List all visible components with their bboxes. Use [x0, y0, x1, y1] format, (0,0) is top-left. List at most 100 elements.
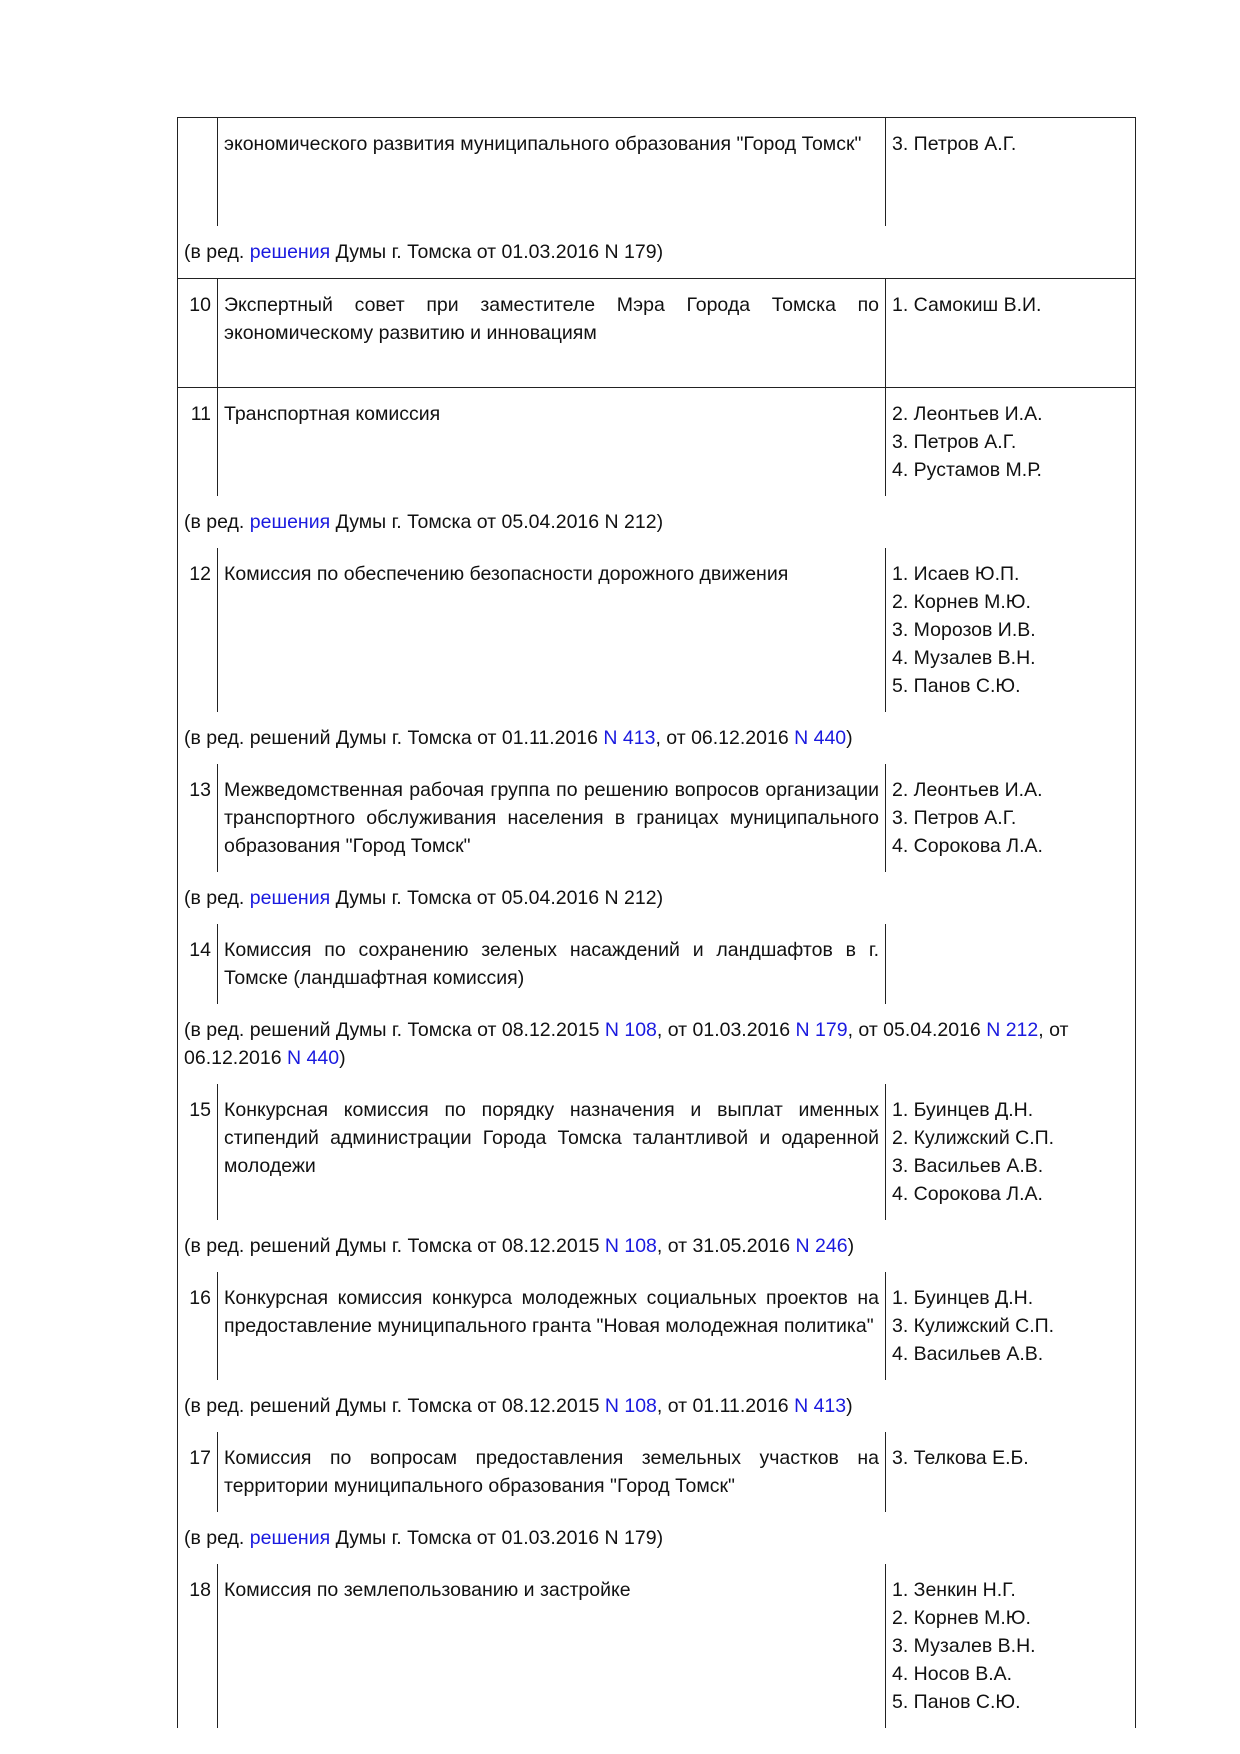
- row-number: 11: [178, 388, 218, 496]
- members-list: 1. Буинцев Д.Н. 3. Кулижский С.П. 4. Васил…: [886, 1272, 1135, 1380]
- member-item: 1. Буинцев Д.Н.: [892, 1099, 1034, 1121]
- row-number: 18: [178, 1564, 218, 1728]
- note-text: , от 06.12.2016: [184, 1019, 1069, 1069]
- members-list: 1. Самокиш В.И.: [886, 279, 1135, 387]
- member-item: 1. Зенкин Н.Г.: [892, 1579, 1016, 1601]
- amendment-link[interactable]: решения: [249, 511, 331, 533]
- member-item: 3. Телкова Е.Б.: [892, 1447, 1029, 1469]
- member-item: 1. Буинцев Д.Н.: [892, 1287, 1034, 1309]
- note-text: ): [847, 1235, 855, 1257]
- members-list: 3. Петров А.Г.: [886, 118, 1135, 226]
- member-item: 5. Панов С.Ю.: [892, 1691, 1021, 1713]
- amendment-link[interactable]: N 440: [287, 1047, 340, 1069]
- members-list: [886, 924, 1135, 1004]
- member-item: 3. Петров А.Г.: [892, 431, 1017, 453]
- note-text: , от 01.03.2016: [656, 1019, 796, 1041]
- note-text: (в ред. решений Думы г. Томска от 08.12.…: [184, 1395, 605, 1417]
- note-text: (в ред. решений Думы г. Томска от 08.12.…: [184, 1019, 605, 1041]
- amendment-link[interactable]: N 413: [794, 1395, 847, 1417]
- committee-name: Комиссия по обеспечению безопасности дор…: [218, 548, 886, 712]
- member-item: 4. Рустамов М.Р.: [892, 459, 1042, 481]
- amendment-link[interactable]: N 108: [604, 1395, 657, 1417]
- note-text: Думы г. Томска от 05.04.2016 N 212): [330, 887, 664, 909]
- amendment-note: (в ред. решения Думы г. Томска от 01.03.…: [178, 1512, 1135, 1564]
- member-item: 2. Корнев М.Ю.: [892, 591, 1031, 613]
- amendment-note: (в ред. решений Думы г. Томска от 01.11.…: [178, 712, 1135, 764]
- amendment-link[interactable]: N 108: [604, 1235, 657, 1257]
- members-list: 3. Телкова Е.Б.: [886, 1432, 1135, 1512]
- row-number: 14: [178, 924, 218, 1004]
- member-item: 5. Панов С.Ю.: [892, 675, 1021, 697]
- note-text: ): [846, 1395, 853, 1417]
- row-number: 12: [178, 548, 218, 712]
- committee-name: Комиссия по вопросам предоставления земе…: [218, 1432, 886, 1512]
- row-number: 17: [178, 1432, 218, 1512]
- note-text: Думы г. Томска от 01.03.2016 N 179): [330, 1527, 664, 1549]
- note-text: (в ред.: [184, 241, 250, 263]
- member-item: 1. Исаев Ю.П.: [892, 563, 1020, 585]
- amendment-link[interactable]: N 246: [795, 1235, 848, 1257]
- committee-name: Транспортная комиссия: [218, 388, 886, 496]
- member-item: 3. Кулижский С.П.: [892, 1315, 1055, 1337]
- amendment-link[interactable]: решения: [249, 1527, 331, 1549]
- note-text: , от 01.11.2016: [656, 1395, 795, 1417]
- amendment-link[interactable]: решения: [249, 887, 331, 909]
- note-text: Думы г. Томска от 05.04.2016 N 212): [330, 511, 664, 533]
- member-item: 1. Самокиш В.И.: [892, 294, 1042, 316]
- committee-name: Конкурсная комиссия конкурса молодежных …: [218, 1272, 886, 1380]
- amendment-link[interactable]: N 440: [794, 727, 847, 749]
- members-list: 1. Исаев Ю.П. 2. Корнев М.Ю. 3. Морозов И.…: [886, 548, 1135, 712]
- note-text: , от 05.04.2016: [847, 1019, 987, 1041]
- note-text: (в ред. решений Думы г. Томска от 08.12.…: [184, 1235, 605, 1257]
- member-item: 2. Леонтьев И.А.: [892, 403, 1043, 425]
- note-text: ): [846, 727, 853, 749]
- member-item: 4. Сорокова Л.А.: [892, 1183, 1043, 1205]
- members-list: 1. Буинцев Д.Н. 2. Кулижский С.П. 3. Васил…: [886, 1084, 1135, 1220]
- member-item: 2. Леонтьев И.А.: [892, 779, 1043, 801]
- member-item: 2. Корнев М.Ю.: [892, 1607, 1031, 1629]
- row-number: 15: [178, 1084, 218, 1220]
- note-text: (в ред. решений Думы г. Томска от 01.11.…: [184, 727, 604, 749]
- member-item: 2. Кулижский С.П.: [892, 1127, 1055, 1149]
- table-row: экономического развития муниципального о…: [178, 118, 1135, 226]
- member-item: 4. Васильев А.В.: [892, 1343, 1044, 1365]
- committee-name: Межведомственная рабочая группа по решен…: [218, 764, 886, 872]
- member-item: 3. Морозов И.В.: [892, 619, 1036, 641]
- member-item: 3. Васильев А.В.: [892, 1155, 1044, 1177]
- amendment-note: (в ред. решения Думы г. Томска от 05.04.…: [178, 872, 1135, 924]
- member-item: 3. Музалев В.Н.: [892, 1635, 1036, 1657]
- note-text: , от 06.12.2016: [655, 727, 795, 749]
- amendment-link[interactable]: N 108: [604, 1019, 657, 1041]
- committee-name: Комиссия по сохранению зеленых насаждени…: [218, 924, 886, 1004]
- note-text: , от 31.05.2016: [656, 1235, 796, 1257]
- amendment-note: (в ред. решения Думы г. Томска от 01.03.…: [178, 226, 1135, 278]
- row-number: 13: [178, 764, 218, 872]
- member-item: 4. Носов В.А.: [892, 1663, 1013, 1685]
- amendment-link[interactable]: N 212: [986, 1019, 1039, 1041]
- note-text: Думы г. Томска от 01.03.2016 N 179): [330, 241, 664, 263]
- amendment-note: (в ред. решений Думы г. Томска от 08.12.…: [178, 1004, 1135, 1084]
- members-list: 2. Леонтьев И.А. 3. Петров А.Г. 4. Рустамо…: [886, 388, 1135, 496]
- amendment-note: (в ред. решений Думы г. Томска от 08.12.…: [178, 1220, 1135, 1272]
- amendment-note: (в ред. решения Думы г. Томска от 05.04.…: [178, 496, 1135, 548]
- member-item: 4. Музалев В.Н.: [892, 647, 1036, 669]
- committee-name: экономического развития муниципального о…: [218, 118, 886, 226]
- amendment-link[interactable]: решения: [249, 241, 331, 263]
- amendment-link[interactable]: N 179: [795, 1019, 848, 1041]
- committee-name: Экспертный совет при заместителе Мэра Го…: [218, 279, 886, 387]
- note-text: (в ред.: [184, 511, 250, 533]
- committees-table: экономического развития муниципального о…: [177, 117, 1136, 1728]
- row-number: [178, 118, 218, 226]
- member-item: 3. Петров А.Г.: [892, 807, 1017, 829]
- note-text: (в ред.: [184, 887, 250, 909]
- note-text: ): [339, 1047, 346, 1069]
- amendment-link[interactable]: N 413: [603, 727, 656, 749]
